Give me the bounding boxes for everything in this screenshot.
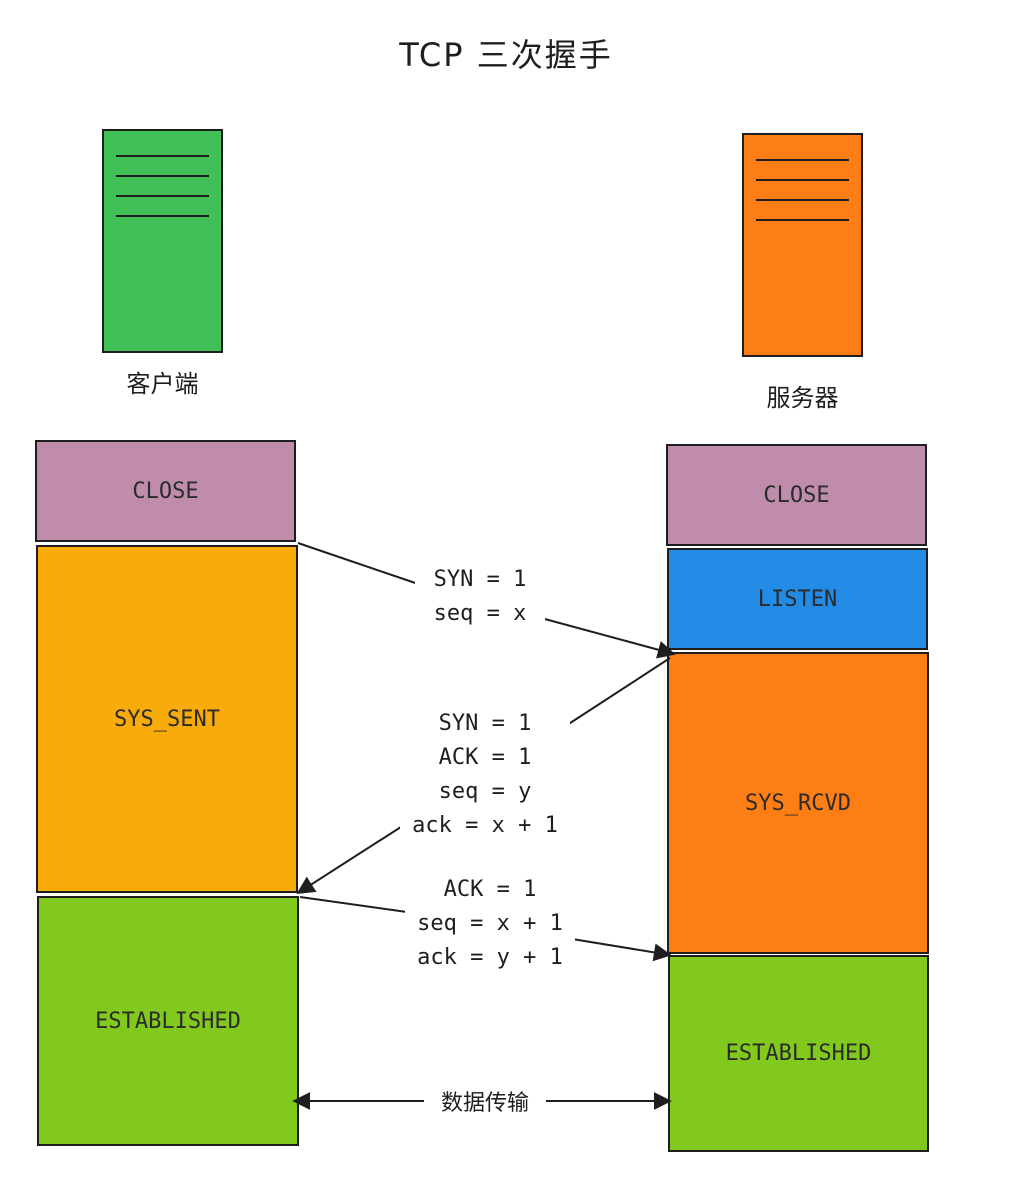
message-ack-line: seq = x + 1	[417, 911, 563, 936]
server-state-close-label: CLOSE	[763, 482, 830, 508]
message-syn-line: SYN = 1	[433, 567, 527, 592]
ack-arrow-part1	[299, 896, 415, 914]
message-ack: ACK = 1 seq = x + 1 ack = y + 1	[405, 873, 575, 975]
server-state-listen: LISTEN	[667, 548, 928, 650]
server-state-sys-rcvd-label: SYS_RCVD	[745, 790, 851, 816]
message-syn: SYN = 1 seq = x	[415, 563, 545, 631]
client-state-close-label: CLOSE	[132, 478, 199, 504]
syn-arrow-part1	[297, 542, 431, 589]
message-syn-ack-line: seq = y	[438, 779, 532, 804]
server-icon	[742, 133, 863, 357]
server-state-sys-rcvd: SYS_RCVD	[667, 652, 929, 954]
message-ack-line: ack = y + 1	[417, 945, 563, 970]
client-label: 客户端	[126, 370, 199, 398]
client-server-icon	[102, 129, 223, 353]
client-state-sys-sent-label: SYS_SENT	[114, 706, 220, 732]
ack-arrow-part2	[565, 937, 672, 962]
message-syn-ack-line: ack = x + 1	[412, 813, 558, 838]
syn-ack-arrow-part1	[563, 657, 671, 728]
server-state-established: ESTABLISHED	[668, 955, 929, 1152]
client-state-established: ESTABLISHED	[37, 896, 299, 1146]
server-state-established-label: ESTABLISHED	[725, 1041, 872, 1066]
message-syn-ack-line: SYN = 1	[438, 711, 532, 736]
server-label: 服务器	[766, 384, 839, 412]
server-state-listen-label: LISTEN	[757, 586, 838, 612]
message-syn-line: seq = x	[433, 601, 527, 626]
syn-ack-arrow-part2	[296, 824, 405, 894]
message-syn-ack-line: ACK = 1	[438, 745, 532, 770]
diagram-title: TCP 三次握手	[399, 36, 613, 74]
message-ack-line: ACK = 1	[443, 877, 537, 902]
data-transfer-label: 数据传输	[440, 1091, 529, 1116]
client-state-established-label: ESTABLISHED	[95, 1008, 241, 1034]
server-state-close: CLOSE	[666, 444, 927, 546]
client-state-close: CLOSE	[35, 440, 296, 542]
message-syn-ack: SYN = 1 ACK = 1 seq = y ack = x + 1	[400, 707, 570, 843]
client-state-sys-sent: SYS_SENT	[36, 545, 298, 893]
syn-arrow-part2	[529, 614, 676, 659]
